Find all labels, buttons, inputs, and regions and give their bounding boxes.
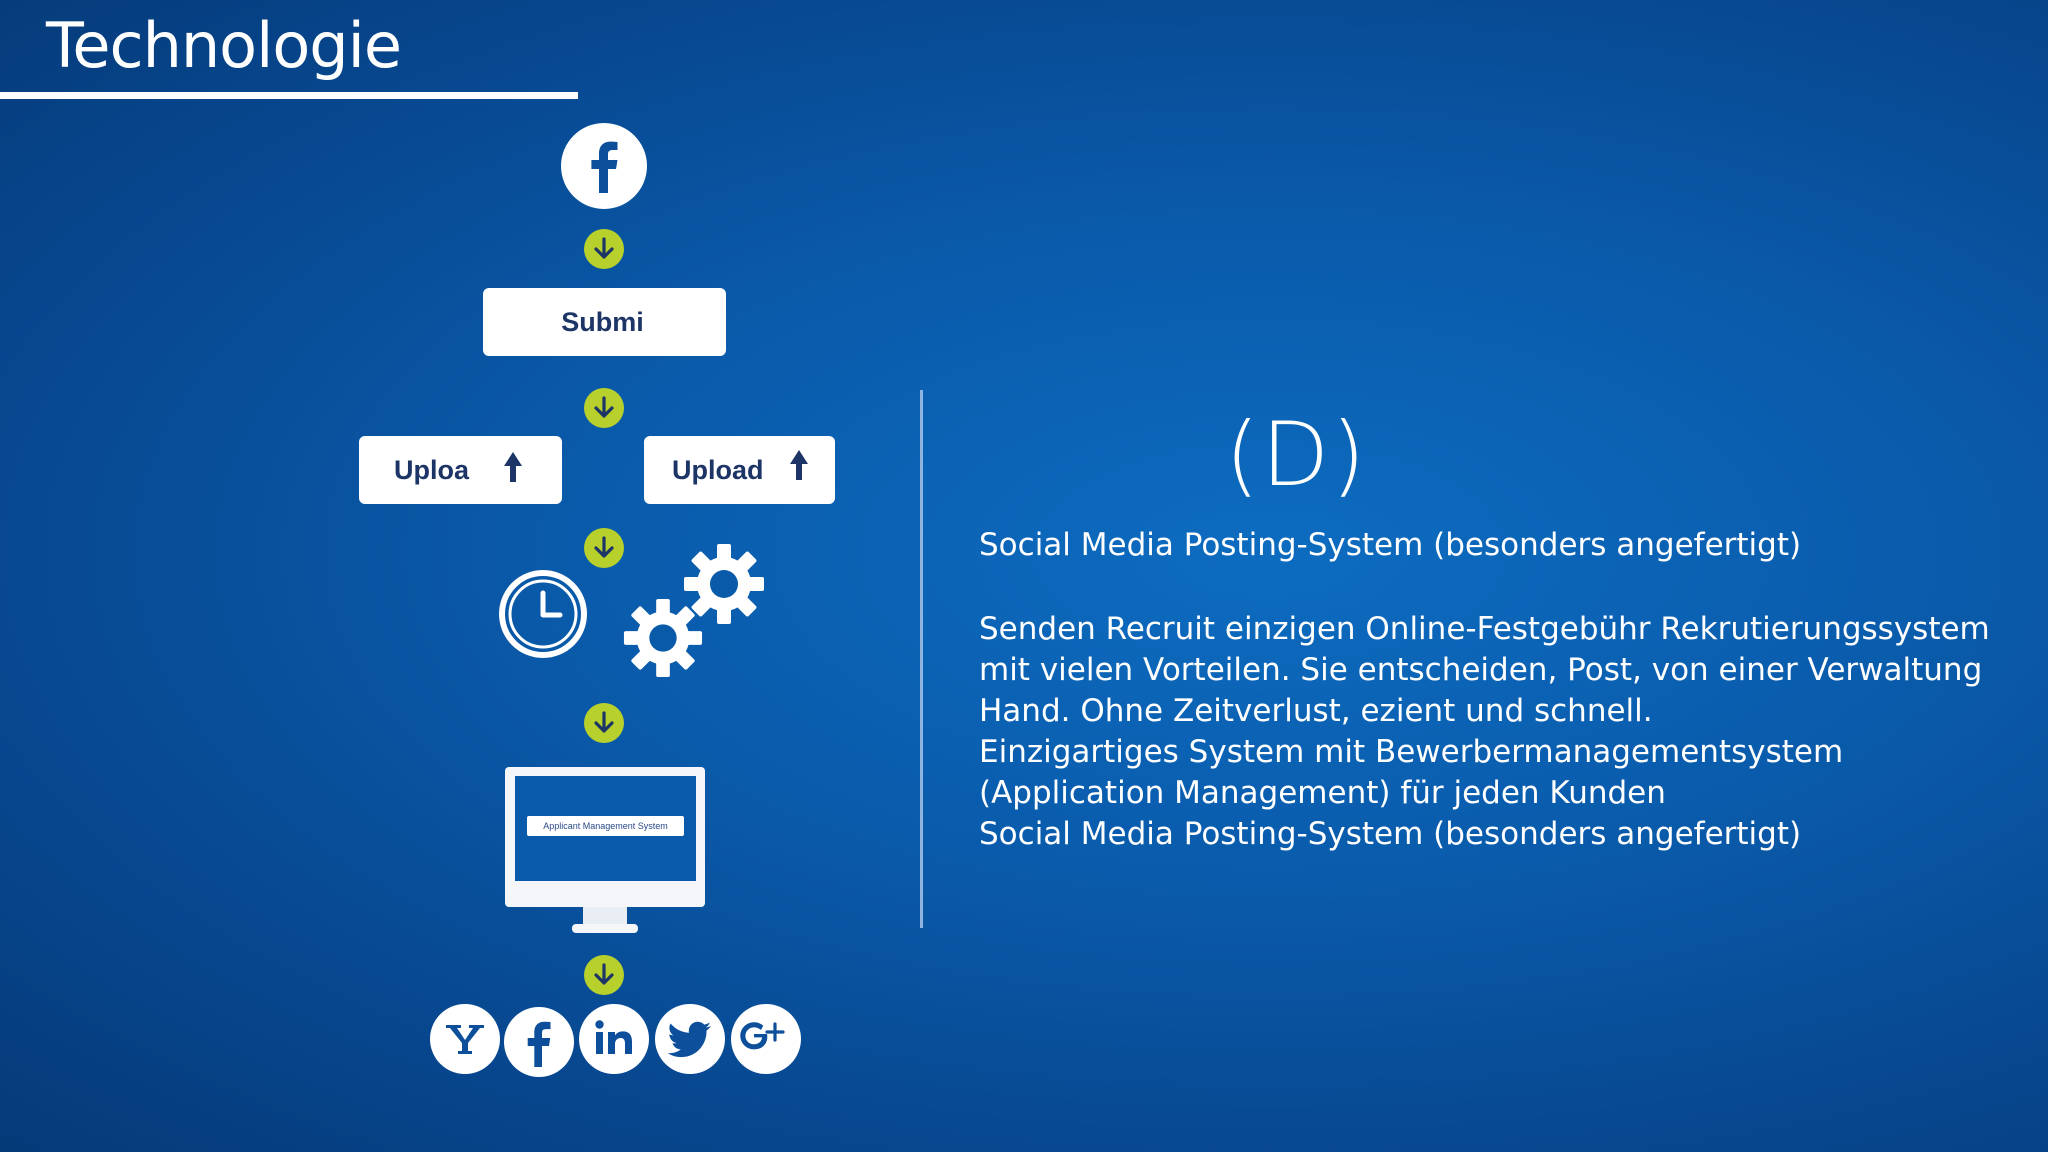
down-arrow-icon (584, 388, 624, 428)
upload-right-label: Upload (672, 454, 764, 485)
submit-label: Submi (561, 306, 644, 337)
down-arrow-icon (584, 528, 624, 568)
up-arrow-icon (504, 452, 522, 482)
body-text-line: Social Media Posting-System (besonders a… (979, 816, 1802, 852)
monitor-base (572, 924, 638, 933)
facebook-icon (504, 1007, 574, 1077)
yahoo-icon (430, 1004, 500, 1074)
twitter-icon (655, 1004, 725, 1074)
body-text-line: (Application Management) für jeden Kunde… (979, 775, 1666, 811)
submit-box: Submi (483, 288, 726, 356)
down-arrow-icon (584, 703, 624, 743)
monitor-label: Applicant Management System (527, 816, 684, 836)
upload-box-right: Upload (644, 436, 835, 504)
body-text-line: Senden Recruit einzigen Online-Festgebüh… (979, 611, 1990, 647)
section-marker: (D) (1225, 403, 1368, 506)
facebook-icon (561, 123, 647, 209)
vertical-divider (920, 390, 923, 928)
up-arrow-icon (790, 450, 808, 480)
google-plus-icon (731, 1004, 801, 1074)
down-arrow-icon (584, 955, 624, 995)
monitor-stand (583, 907, 627, 927)
body-text-line: mit vielen Vorteilen. Sie entscheiden, P… (979, 652, 1983, 688)
slide-title: Technologie (46, 9, 402, 82)
upload-left-label: Uploa (394, 454, 470, 485)
body-text-line: Einzigartiges System mit Bewerbermanagem… (979, 734, 1844, 770)
clock-icon (499, 570, 587, 658)
linkedin-icon (579, 1004, 649, 1074)
gear-icon (623, 598, 703, 678)
body-text-line: Social Media Posting-System (besonders a… (979, 527, 1802, 563)
upload-box-left: Uploa (359, 436, 562, 504)
gear-icon (684, 544, 764, 624)
down-arrow-icon (584, 229, 624, 269)
body-text-line: Hand. Ohne Zeitverlust, ezient und schne… (979, 693, 1653, 729)
title-underline (0, 92, 578, 99)
